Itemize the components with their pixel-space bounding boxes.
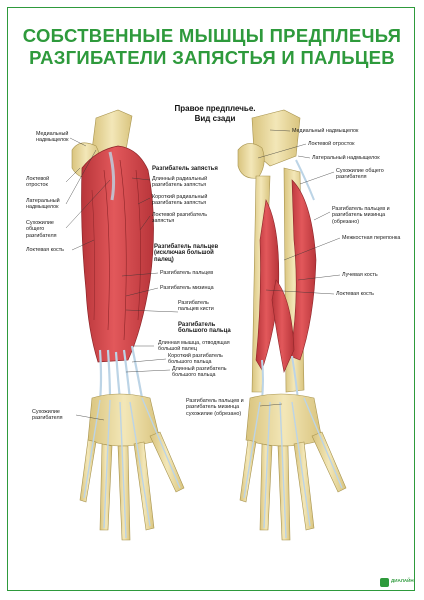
label-ext-digitorum: Разгибатель пальцев — [160, 270, 214, 276]
label-finger-extensor-group: Разгибатель пальцев (исключая большой па… — [154, 244, 219, 263]
label-ext-digiti-minimi: Разгибатель мизинца — [160, 285, 214, 291]
label-ext-carpi-ulnaris: Локтевой разгибатель запястья — [152, 212, 208, 225]
label-right-cut-tendons: Разгибатель пальцев и разгибатель мизинц… — [186, 398, 244, 417]
label-left-ulna: Локтевая кость — [26, 247, 64, 253]
label-ext-indicis: Разгибатель пальцев кисти — [178, 300, 214, 313]
label-ext-pollicis-longus: Длинный разгибатель большого пальца — [172, 366, 227, 379]
poster-title-line-1: СОБСТВЕННЫЕ МЫШЦЫ ПРЕДПЛЕЧЬЯ — [22, 25, 402, 46]
left-extensor-muscles — [81, 145, 154, 363]
publisher-logo: ДИАЛАЙН — [380, 578, 414, 588]
label-interosseous-membrane: Межкостная перепонка — [342, 235, 401, 241]
right-deep-muscles-3 — [271, 279, 295, 373]
label-right-cut-extensors: Разгибатель пальцев и разгибатель мизинц… — [332, 206, 390, 225]
right-deep-muscles-2 — [289, 179, 317, 361]
label-right-ulna: Локтевая кость — [336, 291, 374, 297]
publisher-name: ДИАЛАЙН — [391, 578, 414, 583]
label-right-common-extensor-tendon: Сухожилие общего разгибателя — [336, 168, 384, 181]
label-left-extensor-tendon: Сухожилие разгибателя — [32, 409, 63, 422]
label-ext-pollicis-brevis: Короткий разгибатель большого пальца — [168, 353, 223, 366]
label-right-medial-epicondyle: Медиальный надмыщелок — [292, 128, 359, 134]
poster-frame — [7, 7, 415, 591]
label-abd-pollicis-longus: Длинная мышца, отводящая большой палец — [158, 340, 230, 353]
right-olecranon — [237, 143, 265, 179]
label-right-lateral-epicondyle: Латеральный надмыщелок — [312, 155, 380, 161]
right-deep-muscles-1 — [255, 199, 280, 371]
leader-lines — [65, 129, 341, 421]
right-forearm-deep — [237, 109, 347, 541]
label-left-medial-epicondyle: Медиальный надмыщелок — [36, 131, 69, 144]
right-fingers — [239, 431, 347, 541]
label-left-lateral-epicondyle: Латеральный надмыщелок — [26, 198, 60, 211]
label-left-common-extensor-tendon: Сухожилие общего разгибателя — [26, 220, 57, 239]
label-ext-carpi-radialis-brevis: Короткий радиальный разгибатель запястья — [152, 194, 208, 207]
left-hand-back — [87, 393, 161, 447]
label-thumb-extensor-group: Разгибатель большого пальца — [178, 322, 231, 335]
label-ext-carpi-radialis-longus: Длинный радиальный разгибатель запястья — [152, 176, 208, 189]
view-caption-line-1: Правое предплечье. — [174, 104, 256, 113]
label-right-olecranon: Локтевой отросток — [308, 141, 355, 147]
publisher-logo-icon — [380, 578, 389, 587]
poster-title-line-2: РАЗГИБАТЕЛИ ЗАПЯСТЬЯ И ПАЛЬЦЕВ — [29, 47, 395, 68]
view-caption-line-2: Вид сзади — [194, 114, 236, 123]
left-forearm-superficial — [71, 109, 185, 541]
label-left-olecranon: Локтевой отросток — [26, 176, 50, 189]
label-wrist-extensor-group: Разгибатель запястья — [152, 166, 218, 172]
left-fingers — [79, 431, 185, 541]
label-radius: Лучевая кость — [342, 272, 378, 278]
